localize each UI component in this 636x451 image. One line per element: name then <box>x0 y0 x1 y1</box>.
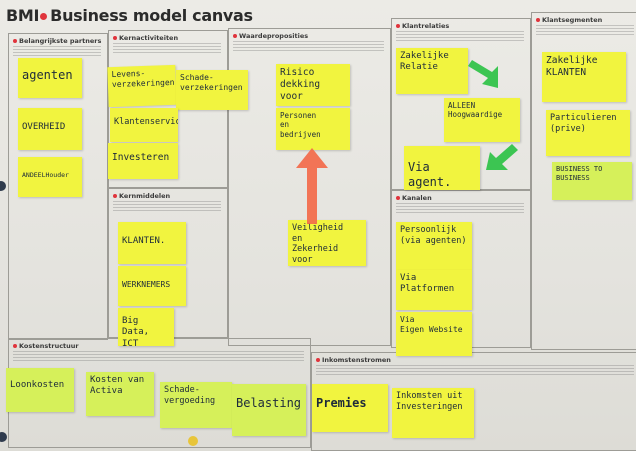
sticky-note[interactable]: Levens- verzekeringen <box>107 64 177 108</box>
dot-icon <box>13 344 17 348</box>
section-title: Kernactiviteiten <box>119 34 179 42</box>
sticky-note[interactable]: Via Eigen Website <box>396 312 472 356</box>
section-segments: Klantsegmenten <box>531 12 636 350</box>
sticky-note[interactable]: Veiligheid en Zekerheid voor <box>288 220 366 266</box>
section-title: Waardeproposities <box>239 32 309 40</box>
sticky-note[interactable]: Risico dekking voor <box>276 64 350 106</box>
sticky-note[interactable]: ALLEEN Hoogwaardige <box>444 98 520 142</box>
section-title: Belangrijkste partners <box>19 37 102 45</box>
sticky-note[interactable]: WERKNEMERS <box>118 266 186 306</box>
dot-icon <box>396 24 400 28</box>
section-partners: Belangrijkste partners <box>8 33 108 340</box>
sticky-note[interactable]: Klantenservice <box>110 108 178 142</box>
dot-icon <box>113 194 117 198</box>
sticky-note[interactable]: Schade- vergoeding <box>160 382 232 428</box>
section-title: Kostenstructuur <box>19 342 79 350</box>
sticky-note[interactable]: ANDEELHouder <box>18 157 82 197</box>
dot-icon <box>536 18 540 22</box>
sticky-note[interactable]: Belasting <box>232 384 306 436</box>
logo: BMI <box>6 6 40 25</box>
sticky-note[interactable]: Persoonlijk (via agenten) <box>396 222 472 270</box>
section-title: Kanalen <box>402 194 432 202</box>
sticky-note[interactable]: Via agent. <box>404 146 480 190</box>
orange-arrow-icon <box>296 148 328 224</box>
sticky-note[interactable]: Zakelijke KLANTEN <box>542 52 626 102</box>
dot-icon <box>233 34 237 38</box>
section-title: Klantsegmenten <box>542 16 603 24</box>
sticky-note[interactable]: Schade- verzekeringen <box>176 70 248 110</box>
sticky-note[interactable]: Particulieren (prive) <box>546 110 630 156</box>
sticky-note[interactable]: BUSINESS TO BUSINESS <box>552 162 632 200</box>
magnet-icon <box>188 436 198 446</box>
dot-icon <box>396 196 400 200</box>
sticky-note[interactable]: Loonkosten <box>6 368 74 412</box>
magnet-icon <box>0 432 7 442</box>
sticky-note[interactable]: Premies <box>312 384 388 432</box>
magnet-icon <box>0 181 6 191</box>
sticky-note[interactable]: Investeren <box>108 143 178 179</box>
sticky-note[interactable]: Personen en bedrijven <box>276 108 350 150</box>
green-arrow-down-icon <box>468 60 498 88</box>
dot-icon <box>113 36 117 40</box>
sticky-note[interactable]: OVERHEID <box>18 108 82 150</box>
sticky-note[interactable]: KLANTEN. <box>118 222 186 264</box>
dot-icon <box>13 39 17 43</box>
sticky-note[interactable]: Big Data, ICT Infrastructuur <box>118 308 174 346</box>
logo-dot-icon <box>40 12 48 20</box>
section-value: Waardeproposities <box>228 28 391 346</box>
dot-icon <box>316 358 320 362</box>
sticky-note[interactable]: Kosten van Activa <box>86 372 154 416</box>
sticky-note[interactable]: Inkomsten uit Investeringen <box>392 388 474 438</box>
green-arrow-left-icon <box>486 144 518 170</box>
section-title: Kernmiddelen <box>119 192 171 200</box>
sticky-note[interactable]: Via Platformen <box>396 270 472 310</box>
page-title: BMI Business model canvas <box>6 6 306 28</box>
section-title: Klantrelaties <box>402 22 450 30</box>
sticky-note[interactable]: Zakelijke Relatie <box>396 48 468 94</box>
sticky-note[interactable]: agenten <box>18 58 82 98</box>
title-text: Business model canvas <box>50 6 253 25</box>
section-title: Inkomstenstromen <box>322 356 391 364</box>
